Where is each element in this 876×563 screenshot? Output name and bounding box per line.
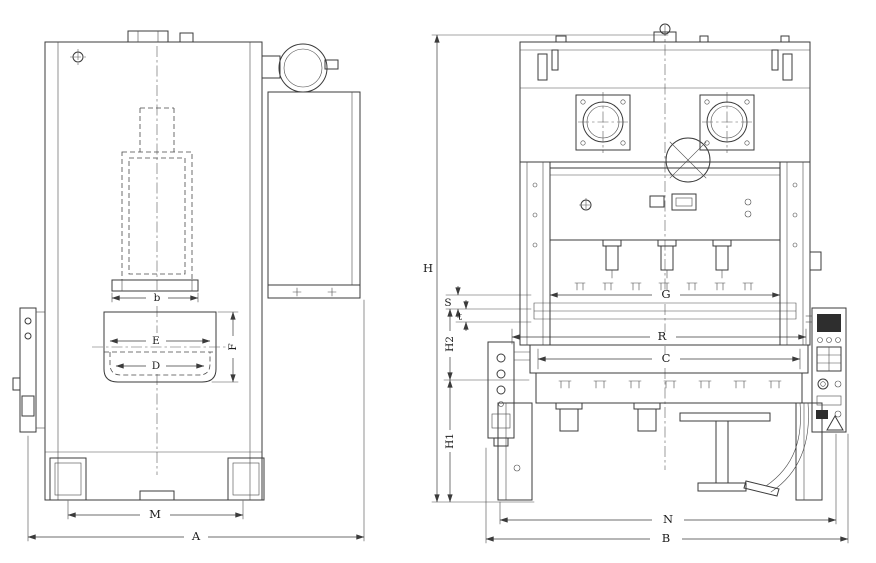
dim-label-A: A: [191, 529, 201, 543]
control-pendant: [805, 307, 847, 433]
warning-icon: [826, 414, 844, 431]
die-cushion-outline: [103, 311, 217, 383]
dim-label-H: H: [423, 261, 433, 275]
lube-panel: [487, 341, 531, 447]
dim-label-F: F: [227, 343, 239, 350]
mount-cross-marks: [292, 287, 337, 297]
top-clamp: [127, 30, 169, 43]
slide-plate: [111, 279, 199, 292]
dim-label-b: b: [154, 292, 161, 304]
press-body-side: [44, 41, 263, 501]
dim-label-N: N: [663, 512, 673, 526]
bed: [535, 372, 803, 404]
lifting-lug: [653, 31, 677, 43]
dim-label-R: R: [658, 329, 667, 343]
counter-display: [671, 193, 697, 211]
side-view: b E D F M: [12, 30, 365, 543]
dim-label-E: E: [152, 335, 160, 347]
air-tank: [278, 43, 328, 93]
right-leg: [795, 402, 823, 501]
adjusting-screws: [602, 239, 732, 279]
flywheel-cover: [665, 137, 711, 183]
dim-label-G: G: [661, 287, 670, 301]
front-view: G R C: [423, 23, 849, 545]
pendant-screen: [817, 314, 841, 332]
foot-pad: [227, 457, 265, 501]
riser-plates: [533, 302, 797, 320]
t-slots: [558, 380, 782, 389]
dim-label-M: M: [149, 507, 161, 521]
dim-label-S: S: [444, 297, 451, 309]
dim-label-H1: H1: [444, 433, 456, 449]
dim-label-t: t: [458, 311, 463, 323]
dim-label-B: B: [662, 531, 670, 545]
estop-button: [817, 378, 829, 390]
knockout-pins: [574, 282, 754, 291]
foot-pedal: [679, 402, 809, 497]
left-upright: [519, 161, 551, 346]
belt-guard: [267, 91, 361, 286]
dim-label-D: D: [152, 360, 160, 372]
right-upright: [779, 161, 811, 346]
dim-label-C: C: [662, 351, 671, 365]
dim-label-H2: H2: [444, 336, 456, 352]
side-control-box: [19, 307, 37, 433]
foot-pad: [49, 457, 87, 501]
left-leg: [497, 402, 533, 501]
